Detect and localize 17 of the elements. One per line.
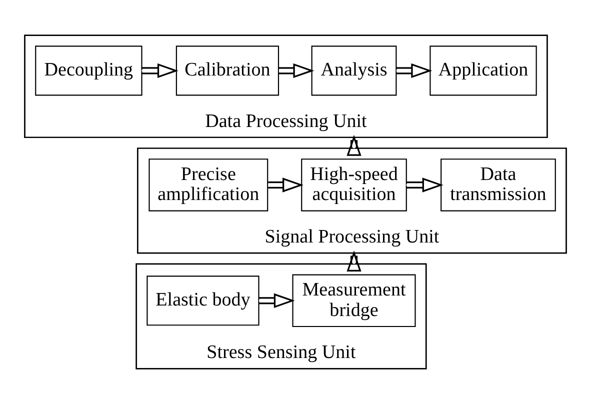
node-box: Measurement bridge [292, 274, 416, 327]
node-box: High-speed acquisition [301, 158, 407, 211]
arrow [406, 177, 444, 192]
arrow [346, 134, 362, 156]
node-box: Analysis [311, 45, 397, 96]
arrow [268, 177, 304, 192]
arrow [142, 62, 178, 78]
arrow [396, 62, 432, 78]
node-box: Decoupling [35, 45, 142, 96]
arrow [278, 62, 314, 78]
node-box: Precise amplification [148, 158, 268, 211]
node-box: Application [430, 45, 537, 96]
node-box: Data transmission [440, 158, 556, 211]
node-box: Elastic body [146, 275, 260, 326]
arrow [346, 250, 362, 272]
arrow [259, 292, 295, 308]
node-box: Calibration [176, 45, 280, 96]
